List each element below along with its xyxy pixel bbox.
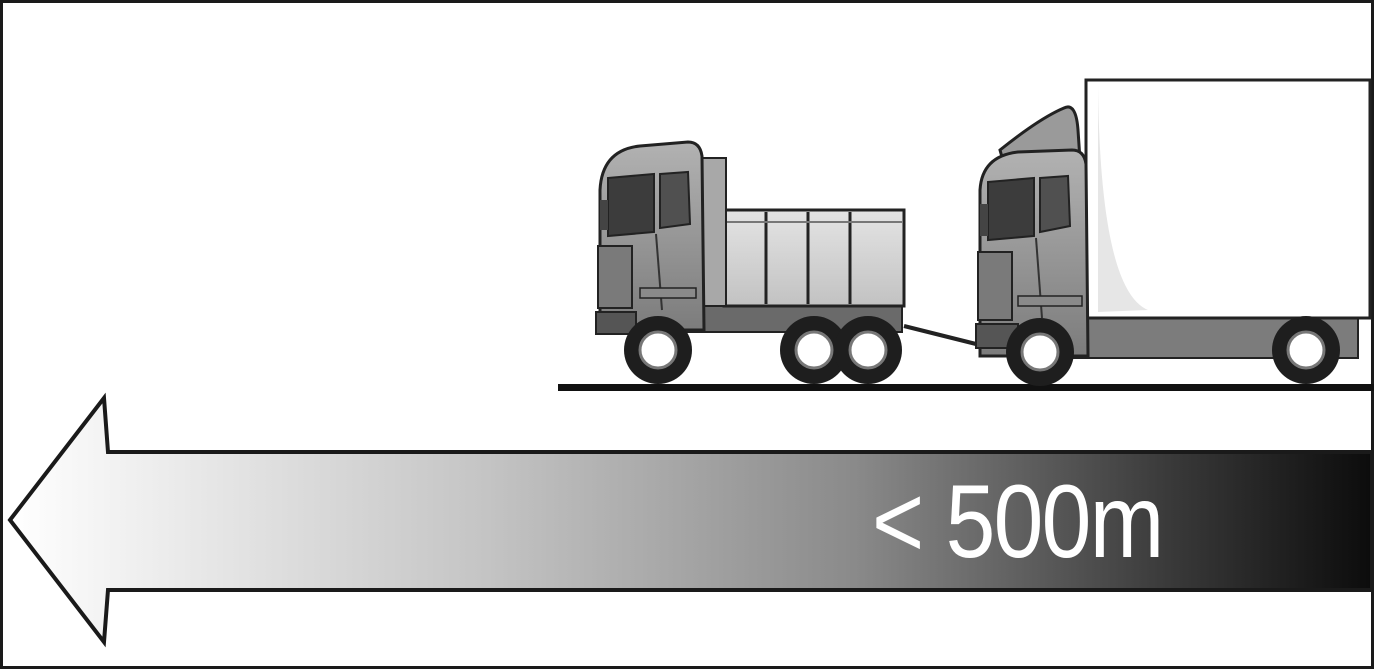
wheel	[624, 316, 692, 384]
distance-arrow	[10, 398, 1372, 642]
dump-truck	[596, 142, 904, 384]
tow-bar	[904, 326, 976, 344]
wheel	[1272, 316, 1340, 384]
wheel	[834, 316, 902, 384]
wheel	[1006, 318, 1074, 386]
box-truck	[976, 80, 1370, 386]
road-line	[558, 384, 1374, 391]
distance-label: < 500m	[872, 462, 1130, 582]
